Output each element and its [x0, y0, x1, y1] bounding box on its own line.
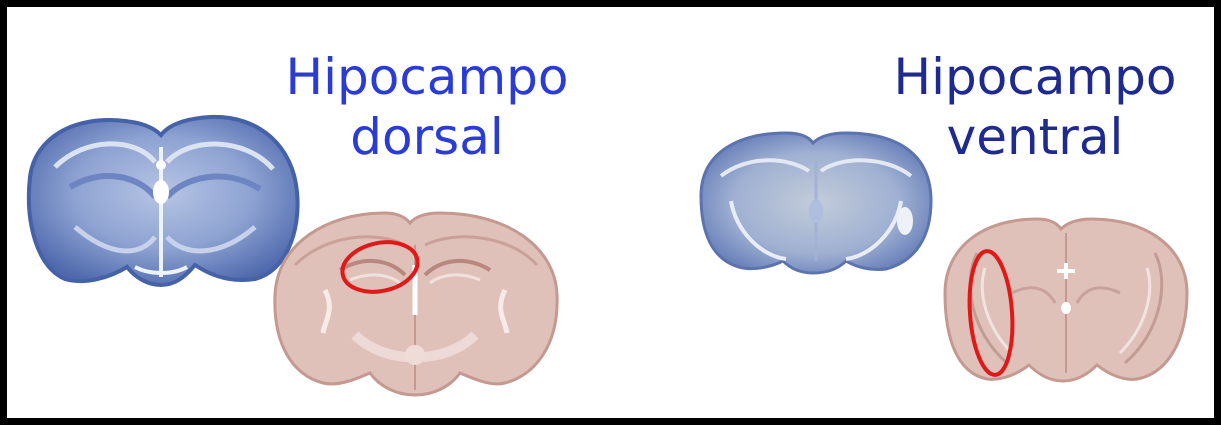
- atlas-section-ventral-image: [937, 213, 1197, 388]
- title-ventral-hippocampus: Hipocampo ventral: [885, 47, 1185, 167]
- title-ventral-line1: Hipocampo: [885, 47, 1185, 107]
- atlas-section-dorsal-image: [265, 205, 565, 405]
- title-dorsal-hippocampus: Hipocampo dorsal: [277, 47, 577, 167]
- title-dorsal-line2: dorsal: [277, 107, 577, 167]
- title-ventral-line2: ventral: [885, 107, 1185, 167]
- title-dorsal-line1: Hipocampo: [277, 47, 577, 107]
- nissl-section-dorsal-image: [15, 107, 305, 292]
